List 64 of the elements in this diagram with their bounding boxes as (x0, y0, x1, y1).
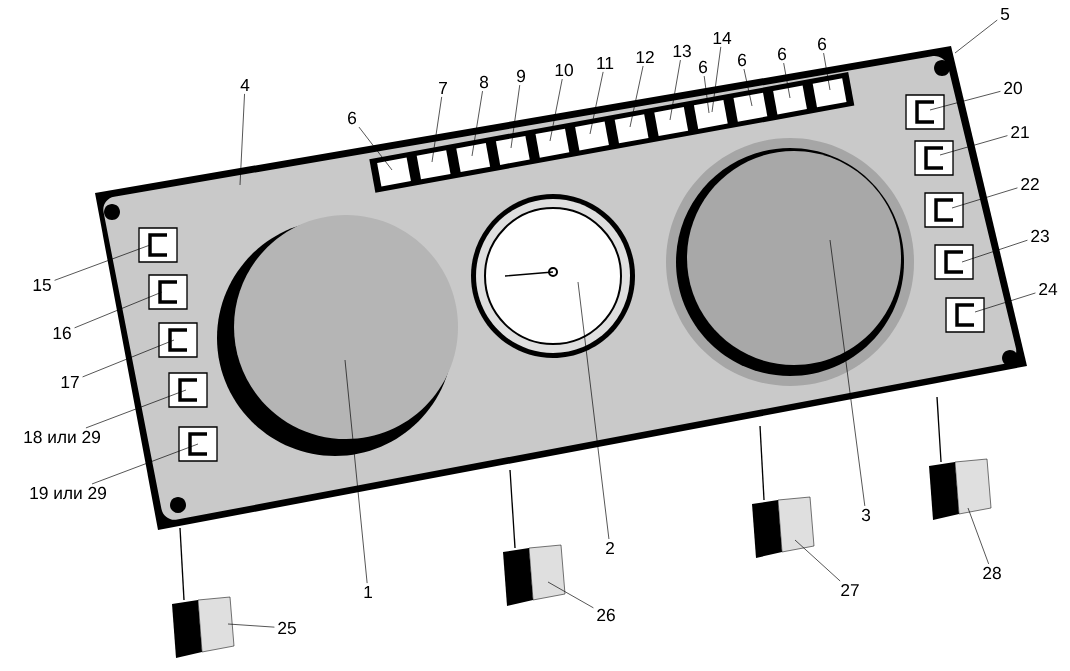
callout-number: 16 (53, 326, 71, 340)
leader-line (794, 539, 841, 582)
callout-number: 8 (479, 75, 489, 89)
leader-line (711, 46, 722, 113)
callout-number: 22 (1021, 177, 1039, 191)
callout-number: 1 (364, 586, 372, 598)
leader-line (743, 68, 753, 107)
callout-number: 21 (1011, 125, 1029, 139)
leader-line (951, 187, 1018, 209)
callout-number: 13 (673, 44, 691, 58)
leader-line (669, 59, 681, 121)
leader-line (510, 84, 521, 149)
callout-number: 18 или 29 (24, 430, 100, 444)
callout-number: 3 (861, 508, 871, 522)
leader-line (239, 93, 245, 186)
leader-line (961, 239, 1028, 263)
leader-line (358, 126, 393, 171)
callout-number: 5 (1000, 7, 1010, 21)
callout-number: 28 (983, 566, 1001, 580)
leader-line (549, 78, 563, 142)
leader-line (939, 135, 1008, 156)
leader-line (629, 65, 644, 128)
callout-number: 20 (1004, 81, 1022, 95)
leader-line (974, 292, 1036, 313)
leader-line (227, 623, 275, 628)
callout-number: 19 или 29 (30, 486, 106, 500)
leader-line (54, 244, 151, 281)
callout-number: 7 (439, 82, 447, 94)
callout-number: 4 (240, 79, 250, 91)
callout-number: 6 (348, 111, 357, 125)
callout-number: 27 (841, 583, 859, 597)
leader-line (589, 71, 604, 135)
callout-number: 9 (517, 69, 525, 83)
leader-line (471, 90, 483, 157)
leader-line (823, 52, 831, 91)
callout-number: 6 (778, 47, 787, 61)
callout-number: 25 (278, 621, 296, 635)
leader-line (431, 96, 443, 163)
leader-line (577, 281, 610, 540)
leader-line (703, 75, 710, 114)
callout-number: 17 (61, 376, 79, 388)
leader-line (547, 581, 594, 609)
callout-number: 6 (818, 37, 827, 51)
callout-number: 6 (699, 60, 708, 74)
callout-number: 23 (1031, 229, 1049, 243)
callout-number: 10 (555, 63, 573, 77)
leader-line (85, 389, 187, 429)
leader-line (929, 91, 1001, 111)
leader-line (967, 507, 989, 565)
callout-number: 15 (33, 278, 51, 292)
leader-line (74, 291, 163, 329)
callout-number: 11 (597, 57, 614, 69)
callout-number: 2 (606, 541, 614, 555)
callout-number: 24 (1039, 282, 1058, 296)
leader-line (783, 62, 791, 99)
callout-number: 14 (713, 32, 732, 44)
leader-line (344, 359, 368, 584)
leader-line (91, 443, 199, 485)
callout-number: 12 (636, 50, 654, 64)
leader-line (829, 239, 866, 507)
callout-number: 26 (597, 608, 615, 622)
leader-line (82, 339, 175, 378)
leader-line (954, 19, 998, 54)
callout-number: 6 (738, 53, 747, 67)
